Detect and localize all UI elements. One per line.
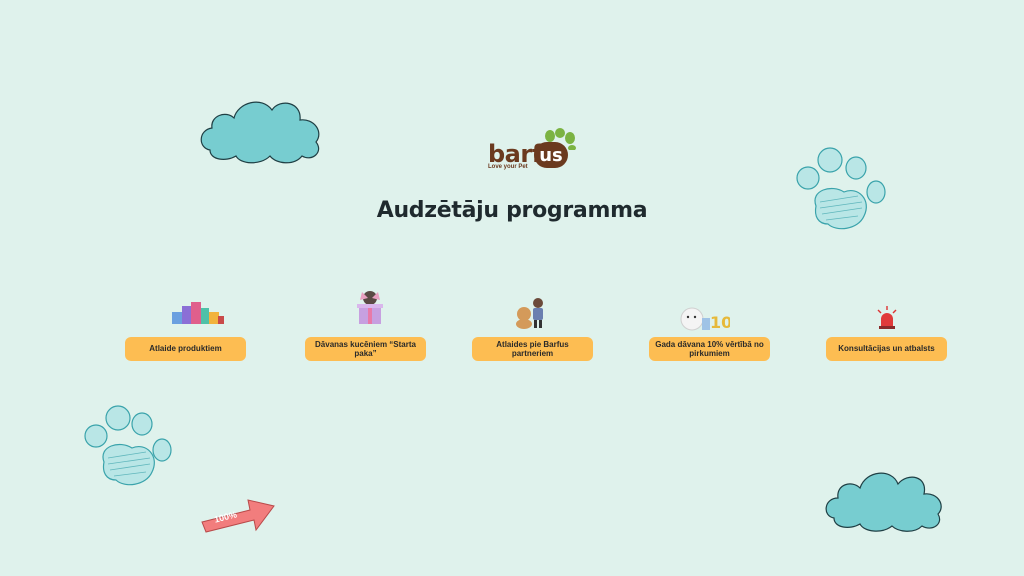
card-label[interactable]: Atlaides pie Barfus partneriem [472,337,593,361]
gift-box-icon [357,291,383,324]
card-label[interactable]: Atlaide produktiem [125,337,246,361]
page-title: Audzētāju programma [376,198,648,223]
card-label[interactable]: Konsultācijas un atbalsts [826,337,947,361]
siren-icon [877,306,897,329]
card-label[interactable]: Gada dāvana 10% vērtībā no pirkumiem [649,337,770,361]
pet-products-icon [172,302,224,324]
logo-text: barf [488,140,542,168]
logo-suffix: us [534,142,568,168]
gift-10-icon: 10 [680,307,730,332]
cloud-decoration [200,101,320,164]
svg-text:10: 10 [710,313,730,332]
brand-logo[interactable]: barf us Love your Pet [486,128,578,174]
paw-icon [545,128,576,150]
logo-tagline: Love your Pet [488,164,528,170]
paw-print-decoration [84,405,172,486]
cloud-decoration [825,472,942,532]
dog-owner-icon [516,298,543,329]
card-label[interactable]: Dāvanas kucēniem “Starta paka” [305,337,426,361]
paw-print-decoration [796,147,886,230]
arrow-decoration: 100% [198,496,278,544]
